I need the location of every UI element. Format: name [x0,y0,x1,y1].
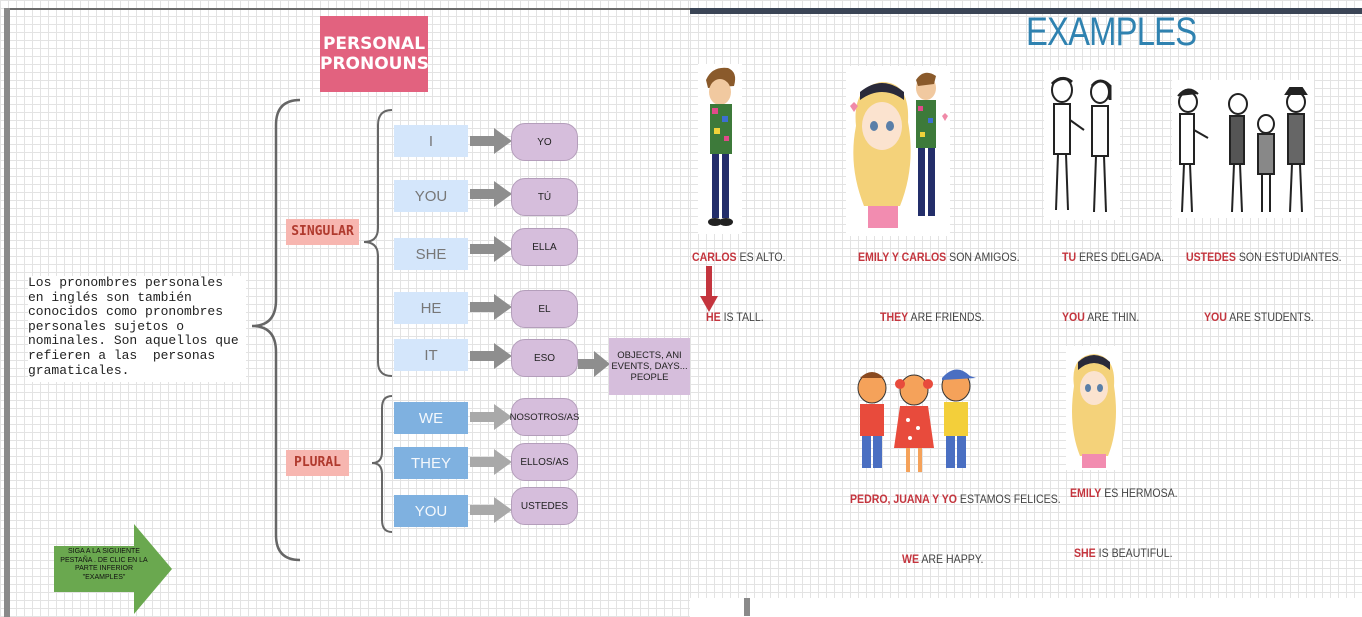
scrollbar-handle[interactable] [744,598,750,616]
example-5-english: WE ARE HAPPY. [902,552,983,566]
example-2-spanish-rest: SON AMIGOS. [946,250,1020,264]
singular-label: SINGULAR [286,219,359,245]
arrow-they [470,449,512,475]
objects-line-2: EVENTS, DAYS... [611,361,688,372]
emily-and-carlos-illustration [846,66,950,236]
example-6-spanish: EMILY ES HERMOSA. [1070,486,1178,500]
arrow-it [470,343,512,369]
plural-label: PLURAL [286,450,349,476]
example-3-spanish: TU ERES DELGADA. [1062,250,1164,264]
next-tab-instruction: SIGA A LA SIGUIENTE PESTAÑA . DE CLIC EN… [60,548,148,581]
english-pronoun-we: WE [394,402,468,434]
spanish-pronoun-tu: TÚ [511,178,578,216]
arrow-he [470,294,512,320]
singular-brace [363,109,393,377]
carlos-illustration [698,64,742,234]
example-6-english-rest: IS BEAUTIFUL. [1095,546,1173,560]
arrow-she [470,236,512,262]
example-5-spanish-rest: ESTAMOS FELICES. [957,492,1061,506]
singular-arrows [470,128,610,377]
example-3-spanish-rest: ERES DELGADA. [1076,250,1165,264]
english-pronoun-she: SHE [394,238,468,270]
spanish-pronoun-el: EL [511,290,578,328]
objects-box: OBJECTS, ANI EVENTS, DAYS... PEOPLE [609,338,690,395]
example-1-spanish-subject: CARLOS [692,250,737,264]
emily-illustration [1066,346,1122,470]
objects-line-3: PEOPLE [630,372,669,383]
spanish-pronoun-yo: YO [511,123,578,161]
example-6-english: SHE IS BEAUTIFUL. [1074,546,1173,560]
description-text: Los pronombres personales en inglés son … [28,275,246,382]
arrow-objects [578,351,610,377]
main-brace [251,98,301,562]
plural-brace [371,395,393,533]
diagram-title-box: PERSONAL PRONOUNS [320,16,429,92]
example-3-english-rest: ARE THIN. [1084,310,1140,324]
pronouns-diagram-panel: PERSONAL PRONOUNS Los pronombres persona… [0,0,690,617]
example-2-english: THEY ARE FRIENDS. [880,310,984,324]
spanish-pronoun-nosotros: NOSOTROS/AS [510,398,579,436]
example-4-english-rest: ARE STUDENTS. [1226,310,1314,324]
examples-top-border [690,8,1362,14]
brace-connectors [251,98,610,562]
spanish-pronoun-ustedes: USTEDES [511,487,578,525]
example-1-spanish-rest: ES ALTO. [736,250,786,264]
example-2-english-subject: THEY [880,310,909,324]
next-tab-arrow-icon[interactable] [54,522,174,616]
example-2-spanish: EMILY Y CARLOS SON AMIGOS. [858,250,1020,264]
example-6-english-subject: SHE [1074,546,1096,560]
example-3-english: YOU ARE THIN. [1062,310,1139,324]
spanish-pronoun-ellos: ELLOS/AS [511,443,578,481]
three-kids-illustration [857,369,976,472]
red-down-arrow-icon [700,266,718,312]
two-people-talking-illustration [1044,70,1120,220]
example-4-english: YOU ARE STUDENTS. [1204,310,1314,324]
title-line-1: PERSONAL [322,34,426,54]
students-group-illustration [1172,80,1314,218]
example-4-spanish-rest: SON ESTUDIANTES. [1235,250,1342,264]
example-1-english-rest: IS TALL. [720,310,764,324]
objects-line-1: OBJECTS, ANI [617,350,682,361]
example-5-english-rest: ARE HAPPY. [919,552,984,566]
examples-title: EXAMPLES [1026,10,1197,54]
example-2-spanish-subject: EMILY Y CARLOS [858,250,947,264]
arrow-you [470,181,512,207]
example-6-spanish-rest: ES HERMOSA. [1101,486,1178,500]
plural-arrows [470,404,512,523]
example-2-english-rest: ARE FRIENDS. [908,310,985,324]
arrow-i [470,128,512,154]
arrow-we [470,404,512,430]
example-3-spanish-subject: TU [1062,250,1077,264]
example-5-spanish-subject: PEDRO, JUANA Y YO [850,492,958,506]
example-1-english-subject: HE [706,310,721,324]
top-border [10,8,690,10]
english-pronoun-you-plural: YOU [394,495,468,527]
english-pronoun-it: IT [394,339,468,371]
left-scrollbar[interactable] [4,8,10,617]
arrow-you-plural [470,497,512,523]
english-pronoun-you: YOU [394,180,468,212]
english-pronoun-he: HE [394,292,468,324]
title-line-2: PRONOUNS [320,54,429,74]
example-4-spanish: USTEDES SON ESTUDIANTES. [1186,250,1342,264]
spanish-pronoun-ella: ELLA [511,228,578,266]
spanish-pronoun-eso: ESO [511,339,578,377]
bottom-strip [690,598,1362,617]
example-4-english-subject: YOU [1204,310,1227,324]
examples-panel: EXAMPLES [690,0,1362,617]
example-3-english-subject: YOU [1062,310,1085,324]
example-5-spanish: PEDRO, JUANA Y YO ESTAMOS FELICES. [850,492,1061,506]
english-pronoun-i: I [394,125,468,157]
example-5-english-subject: WE [902,552,920,566]
example-4-spanish-subject: USTEDES [1186,250,1236,264]
example-1-spanish: CARLOS ES ALTO. [692,250,786,264]
english-pronoun-they: THEY [394,447,468,479]
example-1-english: HE IS TALL. [706,310,764,324]
example-6-spanish-subject: EMILY [1070,486,1102,500]
